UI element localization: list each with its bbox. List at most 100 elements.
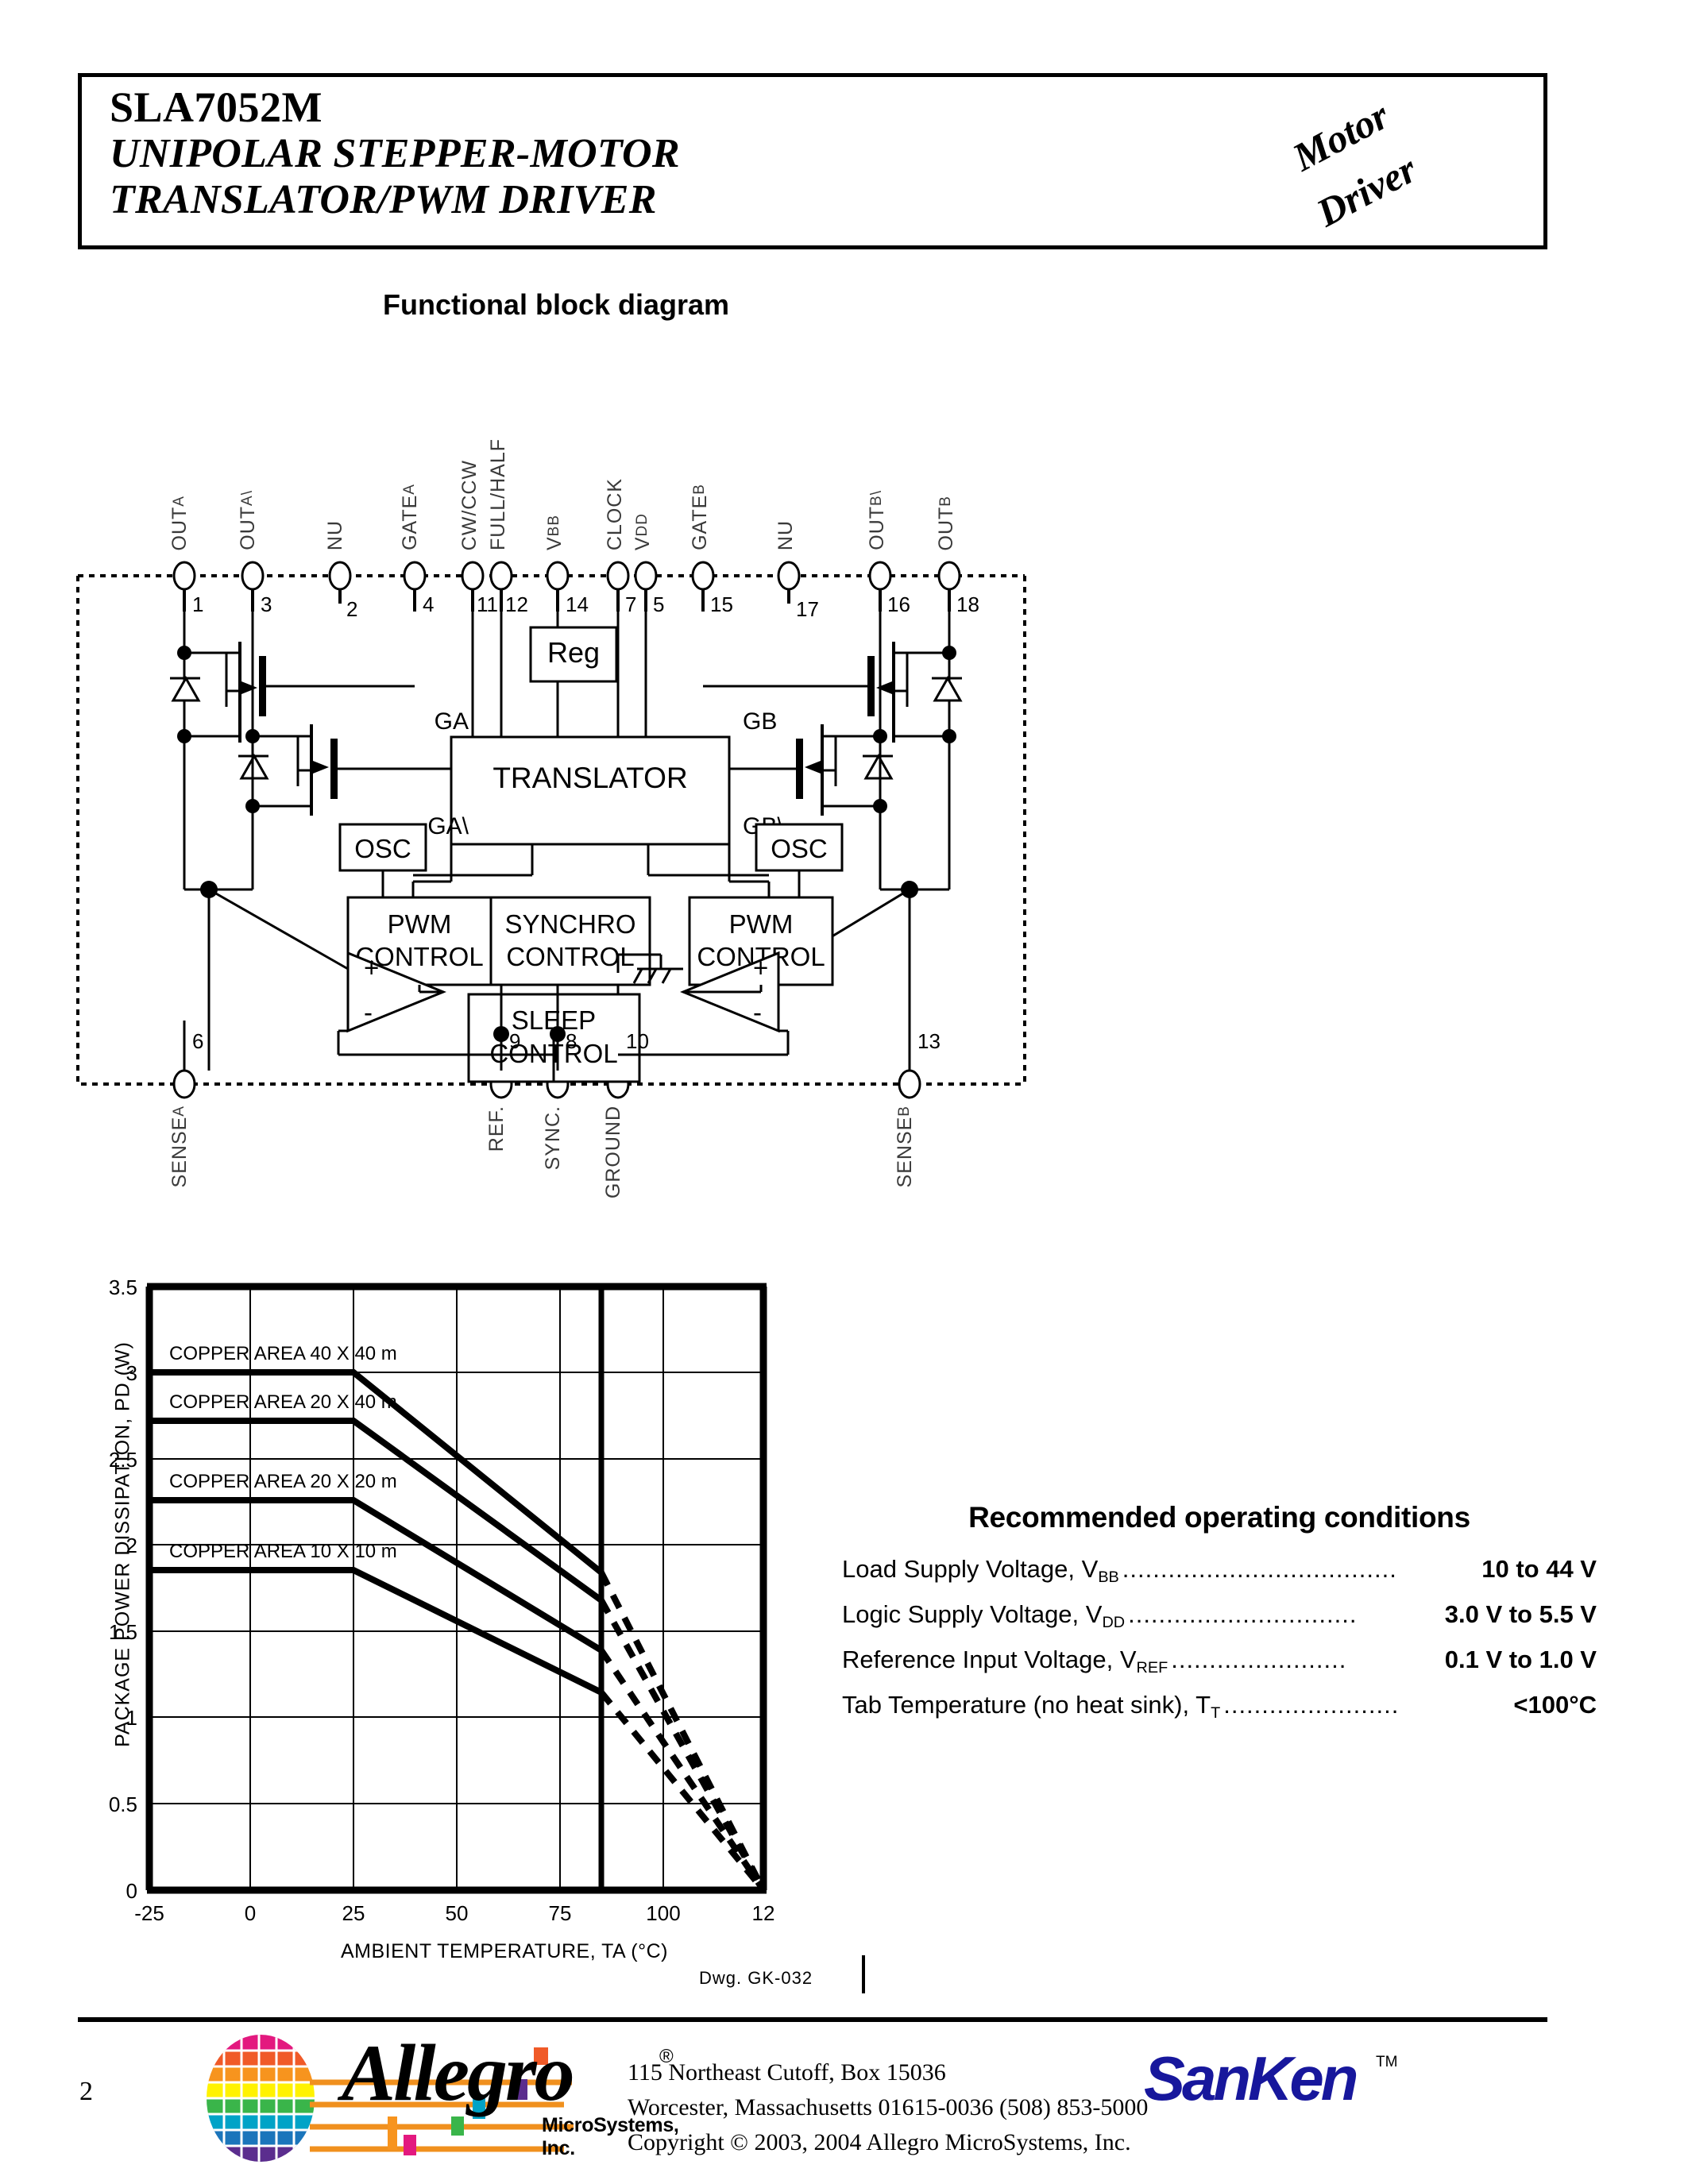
pin-number-18: 18 — [956, 592, 979, 616]
pin-label-senseb: SENSEB — [894, 1106, 916, 1188]
pwm-control-left-label-1: PWM — [388, 909, 452, 939]
drawing-number: Dwg. GK-032 — [699, 1968, 813, 1988]
chart-series — [149, 1369, 604, 1696]
product-title-line-1: UNIPOLAR STEPPER-MOTOR — [110, 131, 680, 176]
roc-label-text: Reference Input Voltage, V — [842, 1646, 1137, 1673]
address-line-1: 115 Northeast Cutoff, Box 15036 — [628, 2059, 946, 2086]
signal-label-gb: GB — [743, 708, 777, 735]
pin-label-gateb: GATEB — [689, 484, 711, 550]
block-diagram-svg: Reg TRANSLATOR GA GA\ GB GB\ OSC OSC — [76, 561, 1026, 1099]
ytick-0-5: 0.5 — [109, 1792, 137, 1816]
allegro-registered-mark: ® — [659, 2046, 674, 2067]
sanken-trademark-mark: TM — [1376, 2054, 1398, 2070]
pin-number-3: 3 — [261, 592, 272, 616]
translator-block — [450, 735, 731, 846]
roc-label-text: Load Supply Voltage, V — [842, 1555, 1099, 1583]
recommended-operating-conditions: Recommended operating conditions Load Su… — [842, 1501, 1597, 1736]
ytick-1-5: 1.5 — [109, 1620, 137, 1644]
pin-label-ground: GROUND — [602, 1106, 624, 1199]
roc-value: 10 to 44 V — [1481, 1555, 1597, 1583]
part-number: SLA7052M — [110, 83, 323, 131]
pin-number-13: 13 — [917, 1029, 941, 1053]
xtick--25: -25 — [134, 1901, 164, 1925]
series-label-40x40: COPPER AREA 40 X 40 m — [169, 1343, 397, 1364]
roc-label-text: Tab Temperature (no heat sink), T — [842, 1691, 1211, 1719]
pwm-control-right-label-1: PWM — [729, 909, 794, 939]
roc-dot-leader: ....................... — [1223, 1691, 1400, 1719]
pin-label-gatea: GATEA — [399, 484, 421, 550]
chart-x-ticks: -25 0 25 50 75 100 12 — [134, 1901, 774, 1925]
chart-y-ticks: 3.5 3 2.5 2 1.5 1 0.5 0 — [109, 1275, 137, 1903]
roc-label-subscript: DD — [1102, 1613, 1126, 1631]
drawing-number-rule — [862, 1955, 865, 1993]
pin-label-ref: REF. — [485, 1106, 508, 1152]
roc-value: <100°C — [1513, 1691, 1597, 1719]
roc-label-subscript: REF — [1136, 1658, 1168, 1677]
allegro-accent-lines — [310, 2079, 574, 2152]
xtick-75: 75 — [549, 1901, 572, 1925]
osc-right-block — [755, 823, 844, 872]
roc-label: Tab Temperature (no heat sink), TT — [842, 1691, 1221, 1722]
comparator-left-minus: - — [364, 997, 373, 1027]
roc-value: 3.0 V to 5.5 V — [1444, 1600, 1597, 1628]
roc-label-subscript: T — [1211, 1704, 1221, 1722]
pin-label-vdd: VDD — [632, 512, 654, 550]
roc-label: Load Supply Voltage, VBB — [842, 1555, 1119, 1586]
product-title-line-2: TRANSLATOR/PWM DRIVER — [110, 177, 657, 222]
roc-label: Logic Supply Voltage, VDD — [842, 1600, 1126, 1631]
pin-number-1: 1 — [192, 592, 204, 616]
xtick-100: 100 — [646, 1901, 680, 1925]
pin-number-16: 16 — [887, 592, 910, 616]
pin-label-nu-left: NU — [324, 519, 346, 550]
ytick-3: 3 — [126, 1361, 137, 1385]
chart-series-dashed — [598, 1571, 767, 1893]
comparator-left-plus: + — [364, 953, 379, 982]
allegro-color-oval — [207, 2035, 315, 2162]
series-20x20-dashed — [598, 1648, 767, 1893]
series-40x40-solid — [149, 1369, 604, 1576]
xtick-125: 12 — [752, 1901, 775, 1925]
pin-label-clock: CLOCK — [604, 477, 626, 550]
copyright-line: Copyright © 2003, 2004 Allegro MicroSyst… — [628, 2129, 1131, 2155]
allegro-logo-graphic — [207, 2035, 574, 2162]
roc-dot-leader: .............................. — [1128, 1600, 1358, 1628]
signal-label-ga: GA — [435, 708, 469, 735]
osc-right-label: OSC — [771, 834, 828, 863]
sanken-logo: SanKen TM — [1144, 2043, 1406, 2135]
synchro-control-block — [489, 896, 651, 986]
synchro-control-label-1: SYNCHRO — [504, 909, 635, 939]
series-10x10-dashed — [598, 1690, 767, 1893]
derating-chart-svg: COPPER AREA 40 X 40 m COPPER AREA 20 X 4… — [109, 1275, 775, 1925]
comparator-right-plus: + — [753, 953, 768, 982]
pin-number-12: 12 — [505, 592, 528, 616]
pin-number-2: 2 — [346, 597, 358, 621]
pin-label-full-half: FULL/HALF — [487, 438, 509, 550]
xtick-0: 0 — [245, 1901, 256, 1925]
chart-axes — [145, 1283, 767, 1894]
chart-x-axis-label: AMBIENT TEMPERATURE, TA (°C) — [340, 1940, 668, 1962]
ytick-1: 1 — [126, 1706, 137, 1730]
reg-block-label: Reg — [547, 636, 600, 669]
pin-label-cw-ccw: CW/CCW — [458, 459, 481, 550]
title-stack: SLA7052M UNIPOLAR STEPPER-MOTOR TRANSLAT… — [110, 83, 680, 223]
ytick-3-5: 3.5 — [109, 1275, 137, 1299]
roc-label-subscript: BB — [1098, 1568, 1119, 1586]
roc-label: Reference Input Voltage, VREF — [842, 1646, 1168, 1677]
xtick-25: 25 — [342, 1901, 365, 1925]
pin-number-14: 14 — [566, 592, 589, 616]
pin-label-outb-bar: OUTB\ — [866, 490, 888, 550]
xtick-50: 50 — [446, 1901, 469, 1925]
allegro-wordmark: Allegro — [342, 2028, 575, 2118]
series-10x10-solid — [149, 1567, 603, 1696]
series-40x40-dashed — [598, 1571, 767, 1892]
roc-dot-leader: .................................... — [1122, 1555, 1397, 1583]
ytick-2-5: 2.5 — [109, 1448, 137, 1472]
footer-divider — [78, 2017, 1547, 2022]
roc-label-text: Logic Supply Voltage, V — [842, 1600, 1103, 1628]
series-20x40-dashed — [598, 1599, 767, 1892]
synchro-control-label-2: CONTROL — [506, 942, 634, 971]
series-label-20x40: COPPER AREA 20 X 40 m — [169, 1391, 397, 1413]
company-address: 115 Northeast Cutoff, Box 15036 Worceste… — [628, 2055, 1148, 2160]
functional-block-diagram: Reg TRANSLATOR GA GA\ GB GB\ OSC OSC — [71, 341, 1628, 1239]
pin-number-7: 7 — [625, 592, 637, 616]
